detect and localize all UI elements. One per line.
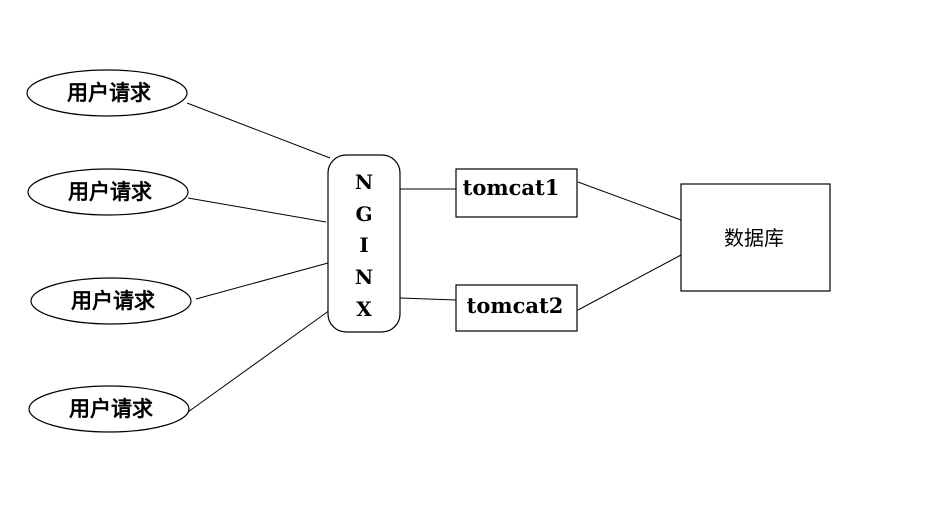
connector-client4-nginx	[187, 309, 331, 413]
nginx-letter: X	[356, 297, 372, 321]
client-node-1: 用户请求	[26, 69, 188, 117]
client-label: 用户请求	[67, 81, 151, 105]
database-node: 数据库	[680, 183, 831, 292]
connector-client2-nginx	[187, 197, 327, 223]
connector-tomcat1-database	[577, 181, 682, 221]
connector-tomcat2-database	[577, 254, 682, 311]
nginx-letter: G	[355, 202, 372, 226]
connector-client1-nginx	[186, 102, 331, 159]
server-label: tomcat2	[467, 293, 564, 318]
tomcat2-node: tomcat2	[455, 284, 578, 332]
client-label: 用户请求	[68, 180, 152, 204]
tomcat1-node: tomcat1	[455, 168, 578, 218]
nginx-letter: I	[359, 233, 368, 257]
client-node-3: 用户请求	[30, 277, 192, 325]
nginx-letter: N	[355, 265, 373, 289]
nginx-letter: N	[355, 170, 373, 194]
connector-nginx-tomcat2	[399, 297, 457, 301]
server-label: tomcat1	[463, 175, 560, 200]
nginx-node: N G I N X	[327, 154, 401, 333]
database-label: 数据库	[724, 226, 784, 250]
client-node-4: 用户请求	[28, 385, 190, 433]
client-label: 用户请求	[71, 289, 155, 313]
client-label: 用户请求	[69, 397, 153, 421]
client-node-2: 用户请求	[27, 168, 189, 216]
connector-client3-nginx	[195, 262, 329, 300]
